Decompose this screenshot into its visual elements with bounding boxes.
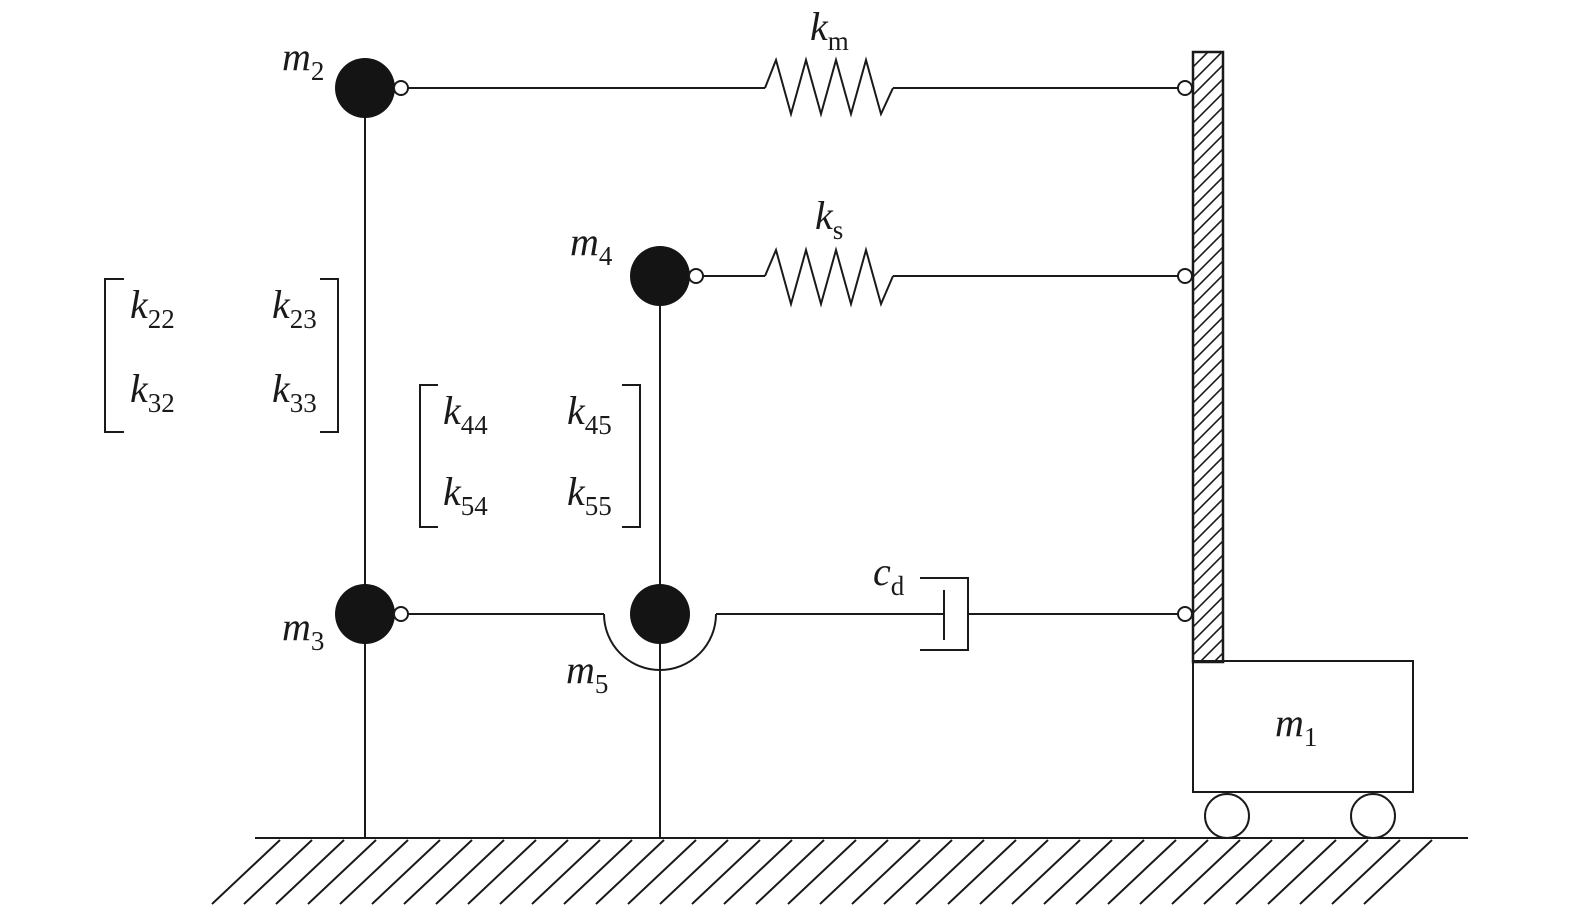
label-km: km [810,4,849,56]
matrix-b-brackets [419,384,641,528]
ground [211,837,1468,905]
label-m3: m3 [282,604,324,656]
wall-pin-bottom [1177,606,1193,622]
matrix-b-entry-22: k55 [567,469,612,521]
spring-km [764,56,894,118]
pin-m2 [393,80,409,96]
matrix-a-entry-12: k23 [272,282,317,334]
matrix-a-entry-22: k33 [272,366,317,418]
label-m5: m5 [566,647,608,699]
label-ks: ks [815,193,843,245]
mass-m4 [630,246,690,306]
mass-m5 [630,584,690,644]
matrix-a-entry-11: k22 [130,282,175,334]
matrix-b-entry-11: k44 [443,388,488,440]
spring-ks-assembly [703,246,1178,308]
pin-m4 [688,268,704,284]
wall-pin-middle [1177,268,1193,284]
ground-hatch [211,839,1433,905]
label-cd: cd [873,549,905,601]
matrix-a-entry-21: k32 [130,366,175,418]
matrix-b-entry-12: k45 [567,388,612,440]
label-m1: m1 [1275,700,1317,752]
label-m2: m2 [282,34,324,86]
matrix-a-brackets [104,278,339,433]
matrix-b-entry-21: k54 [443,469,488,521]
spring-ks [764,246,894,308]
damper-assembly [408,577,1178,671]
mass-m3 [335,584,395,644]
wall-pin-top [1177,80,1193,96]
pin-m3 [393,606,409,622]
spring-km-assembly [408,56,1178,118]
wall [1191,50,1225,664]
mass-m2 [335,58,395,118]
label-m4: m4 [570,219,613,271]
cart-m1 [1192,660,1414,839]
